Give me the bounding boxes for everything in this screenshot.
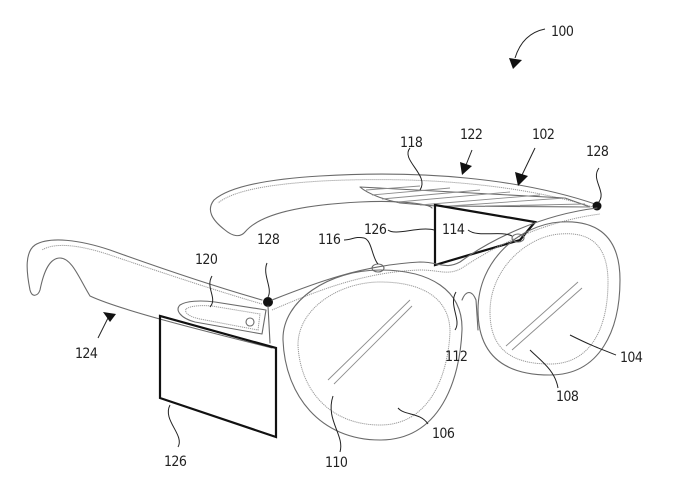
reference-arrows <box>97 147 536 339</box>
device-reference: 100 <box>509 24 574 69</box>
leader-126-right <box>387 228 435 233</box>
display-panel-right <box>433 203 538 267</box>
label-122: 122 <box>460 127 482 143</box>
label-112: 112 <box>445 349 467 365</box>
label-106: 106 <box>432 426 455 442</box>
leader-120 <box>209 275 214 308</box>
right-temple-sensor-hatch <box>365 185 591 208</box>
leader-line <box>514 28 546 59</box>
left-sensor-button-icon <box>245 317 255 327</box>
leader-108 <box>529 349 559 389</box>
right-hinge-marker <box>592 201 602 211</box>
right-camera-icon <box>511 233 525 243</box>
frame-front <box>271 207 621 441</box>
label-126-left: 126 <box>164 454 187 470</box>
leader-112 <box>452 291 458 331</box>
label-126-right: 126 <box>364 222 387 238</box>
label-102: 102 <box>532 127 554 143</box>
leader-104 <box>569 334 617 356</box>
label-120: 120 <box>195 252 218 268</box>
left-hinge-marker <box>263 297 273 307</box>
leader-128-right <box>595 167 602 204</box>
leader-114 <box>467 229 513 237</box>
arrow-102-icon <box>515 172 528 186</box>
label-128-left: 128 <box>257 232 280 248</box>
label-124: 124 <box>75 346 98 362</box>
label-118: 118 <box>400 135 423 151</box>
label-100: 100 <box>551 24 574 40</box>
leader-128-left <box>265 262 270 298</box>
leader-106 <box>397 407 429 425</box>
arrow-head-icon <box>509 58 522 69</box>
left-temple <box>26 239 273 349</box>
right-temple <box>209 173 602 237</box>
leader-126-left <box>167 404 180 448</box>
label-114: 114 <box>442 222 465 238</box>
label-104: 104 <box>620 350 643 366</box>
reference-labels: 122 102 118 128 128 116 126 114 120 124 … <box>75 127 643 471</box>
leader-110 <box>330 395 342 453</box>
arrow-124-icon <box>103 312 116 322</box>
display-panel-left <box>158 314 278 439</box>
label-128-right: 128 <box>586 144 609 160</box>
leader-116 <box>343 236 379 265</box>
arrow-122-icon <box>460 162 472 175</box>
label-108: 108 <box>556 389 579 405</box>
leader-lines <box>167 147 617 453</box>
leader-118 <box>407 147 423 191</box>
label-116: 116 <box>318 232 341 248</box>
label-110: 110 <box>325 455 348 471</box>
